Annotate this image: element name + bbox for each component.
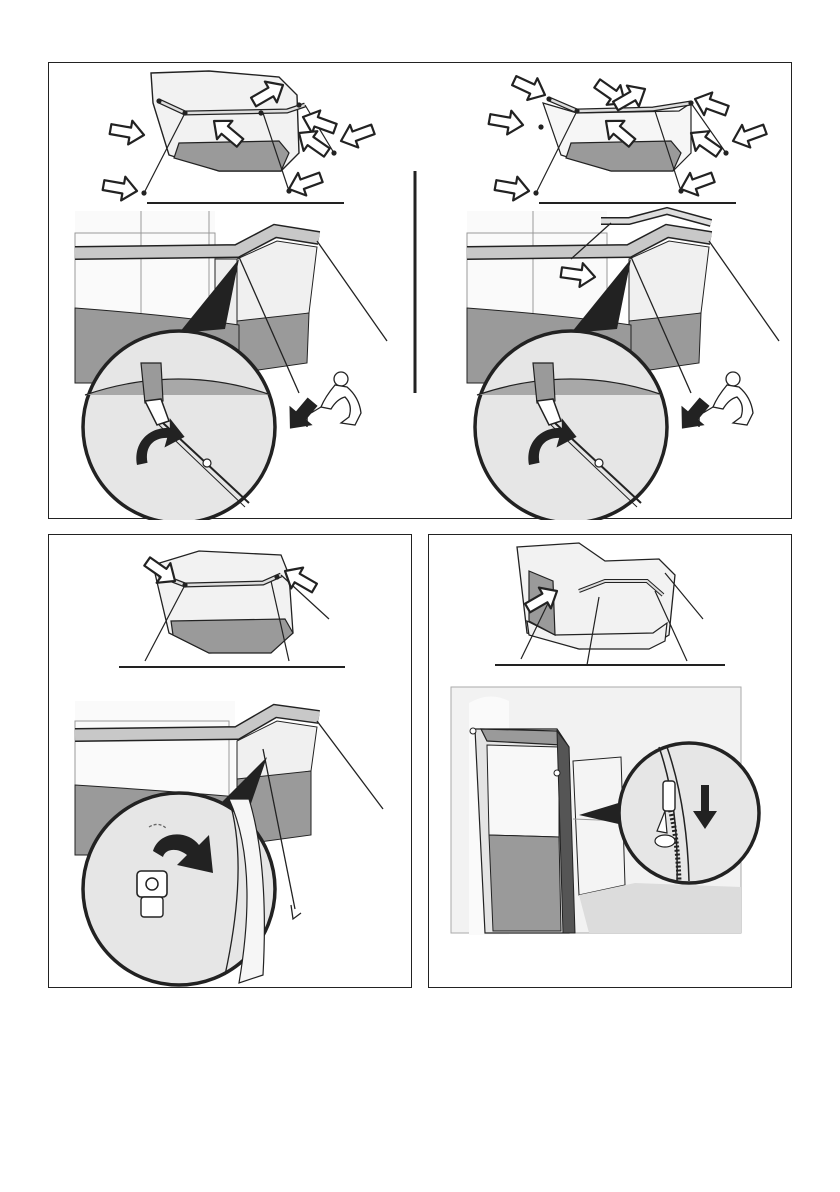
panel-pole-pin [48, 534, 412, 988]
arrow-icon [487, 107, 525, 137]
arrow-icon [280, 393, 323, 437]
overview-right [487, 70, 769, 203]
arrow-icon [729, 118, 769, 152]
arrow-icon [101, 173, 139, 203]
tension-illustration [49, 63, 793, 520]
pole-pin-illustration [49, 535, 413, 989]
arrow-icon [285, 166, 325, 200]
kneeling-person-icon [307, 372, 361, 427]
detail-right [467, 211, 779, 520]
magnifier-detail [619, 743, 759, 883]
arrow-icon [691, 88, 731, 122]
arrow-icon [672, 393, 715, 437]
magnifier-detail [83, 331, 275, 520]
overview-left [101, 71, 377, 203]
arrow-icon [509, 70, 550, 106]
panel-tension-guylines [48, 62, 792, 519]
zip-side-illustration [429, 535, 793, 989]
magnifier-detail [475, 331, 667, 520]
detail-left [75, 211, 387, 520]
panel-zip-side [428, 534, 792, 988]
kneeling-person-icon [699, 372, 753, 427]
arrow-icon [108, 117, 146, 147]
arrow-icon [337, 118, 377, 152]
arrow-icon [493, 173, 531, 203]
arrow-icon [677, 166, 717, 200]
